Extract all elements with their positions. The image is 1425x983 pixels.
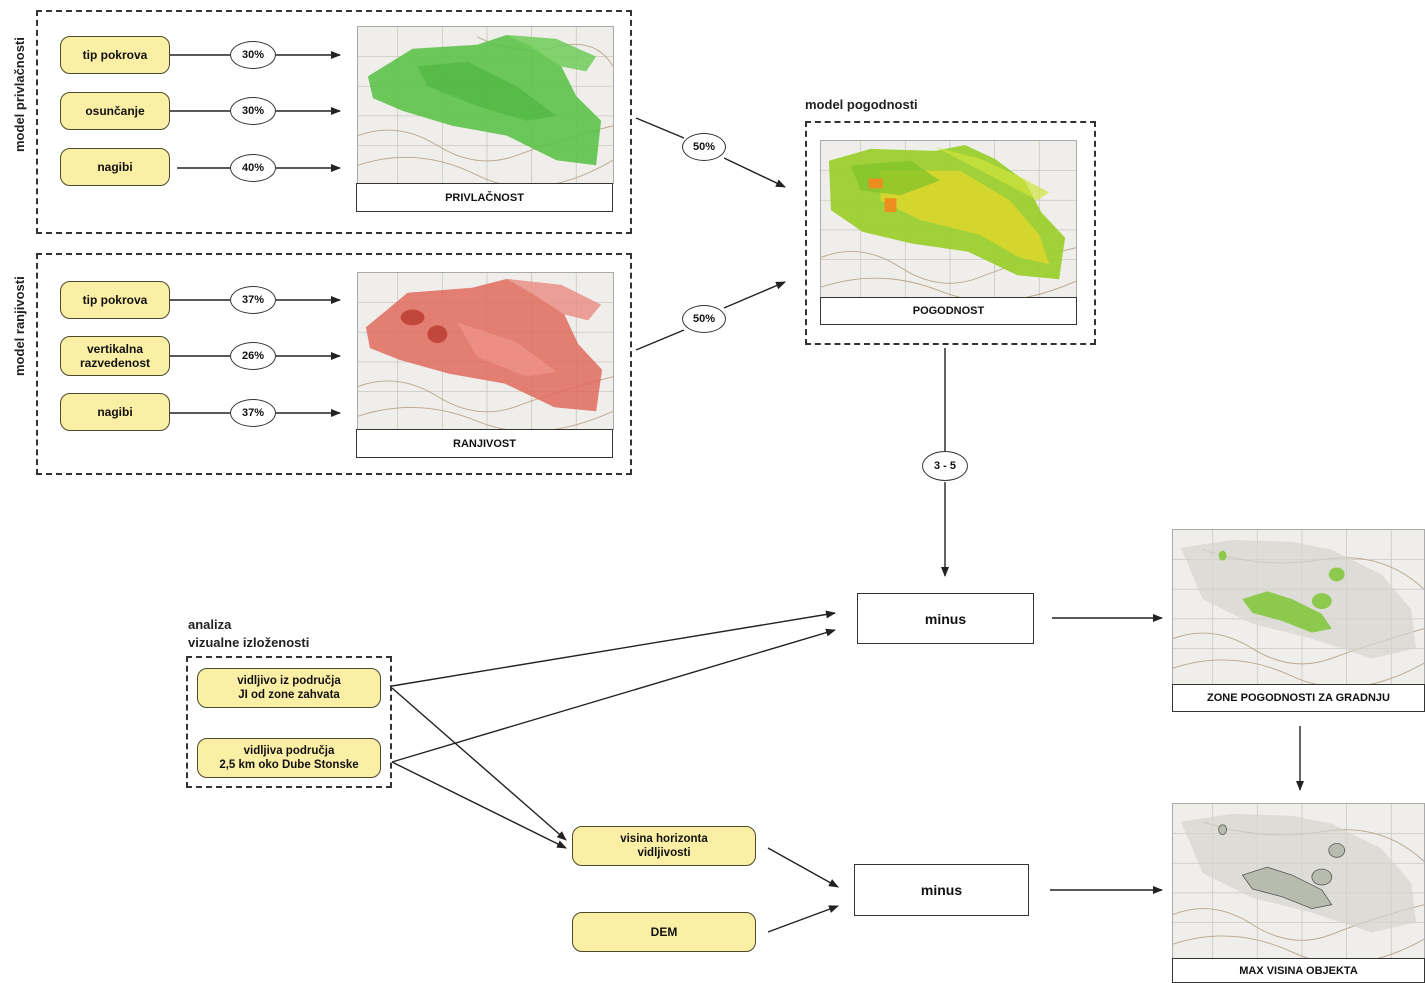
suitability-output-caption: POGODNOST <box>820 297 1077 325</box>
attractiveness-output-caption: PRIVLAČNOST <box>356 183 613 212</box>
vulnerability-model-group <box>36 253 632 475</box>
attr-to-suitability-weight: 50% <box>682 133 726 161</box>
attr-input-insolation[interactable]: osunčanje <box>60 92 170 130</box>
vulnerability-output-caption: RANJIVOST <box>356 429 613 458</box>
vuln-input-vertical-dissection[interactable]: vertikalna razvedenost <box>60 336 170 376</box>
horizon-visibility-height[interactable]: visina horizonta vidljivosti <box>572 826 756 866</box>
vulnerability-side-label: model ranjivosti <box>12 276 27 376</box>
minus-operation-top: minus <box>857 593 1034 644</box>
attr-weight-land-cover: 30% <box>230 41 276 69</box>
suitability-map-thumbnail <box>820 140 1077 298</box>
suitability-model-group <box>805 121 1096 345</box>
dem-input[interactable]: DEM <box>572 912 756 952</box>
vuln-input-land-cover[interactable]: tip pokrova <box>60 281 170 319</box>
vulnerability-map-thumbnail <box>357 272 614 430</box>
vuln-weight-land-cover: 37% <box>230 286 276 314</box>
max-height-map-thumbnail <box>1172 803 1425 959</box>
suitability-model-title: model pogodnosti <box>805 97 918 112</box>
attractiveness-map-thumbnail <box>357 26 614 184</box>
attr-weight-insolation: 30% <box>230 97 276 125</box>
vuln-to-suitability-weight: 50% <box>682 305 726 333</box>
visual-exposure-title-line1: analiza <box>188 617 232 632</box>
attr-input-land-cover[interactable]: tip pokrova <box>60 36 170 74</box>
vuln-weight-slopes: 37% <box>230 399 276 427</box>
vuln-input-slopes[interactable]: nagibi <box>60 393 170 431</box>
attractiveness-model-group <box>36 10 632 234</box>
attr-input-slopes[interactable]: nagibi <box>60 148 170 186</box>
attr-weight-slopes: 40% <box>230 154 276 182</box>
visual-input-visible-areas-2-5km[interactable]: vidljiva područja 2,5 km oko Dube Stonsk… <box>197 738 381 778</box>
zones-map-thumbnail <box>1172 529 1425 685</box>
max-height-output-caption: MAX VISINA OBJEKTA <box>1172 958 1425 983</box>
visual-input-visible-from-se[interactable]: vidljivo iz područja JI od zone zahvata <box>197 668 381 708</box>
visual-exposure-title-line2: vizualne izloženosti <box>188 635 310 650</box>
vuln-weight-vertical-dissection: 26% <box>230 342 276 370</box>
minus-operation-bottom: minus <box>854 864 1029 916</box>
suitability-range-label: 3 - 5 <box>922 451 968 481</box>
zones-output-caption: ZONE POGODNOSTI ZA GRADNJU <box>1172 684 1425 712</box>
attractiveness-side-label: model privlačnosti <box>12 37 27 152</box>
visual-exposure-group <box>186 656 392 788</box>
